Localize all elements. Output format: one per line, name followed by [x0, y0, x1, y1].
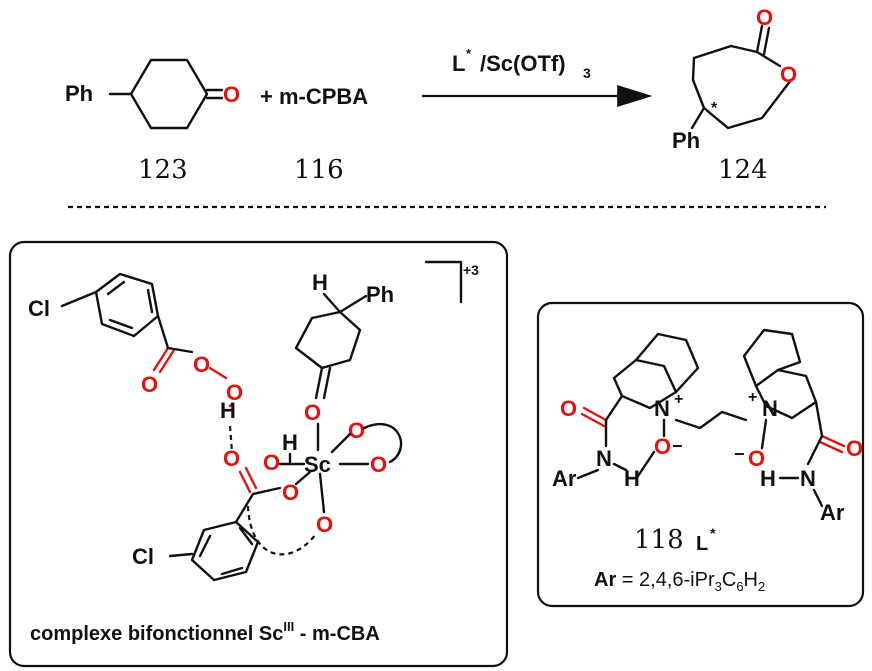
plus-mcpba: + m-CPBA	[260, 84, 368, 109]
product-ph-label: Ph	[672, 128, 700, 153]
ligand-n-right: N	[762, 396, 778, 421]
mcpba-carbonyl-o: O	[141, 372, 158, 397]
complex-charge: +3	[463, 262, 479, 278]
ligand-ar-left: Ar	[552, 466, 577, 491]
h-bond-dashed	[228, 425, 234, 453]
mcba-carbonyl-o: O	[223, 446, 240, 471]
ligand-amide-n-left: N	[596, 446, 612, 471]
bottom-mcba: O Cl	[132, 446, 317, 582]
complex-box	[8, 240, 509, 668]
ar-definition: Ar = 2,4,6-iPr3C6H2	[594, 569, 765, 594]
substrate-h: H	[312, 270, 328, 295]
ligand-l-star: *	[710, 525, 716, 541]
sc-o-right-top: O	[348, 418, 365, 443]
cl-bottom: Cl	[132, 544, 154, 569]
cl-top: Cl	[28, 296, 50, 321]
ligand-o-minus-left: −	[672, 436, 683, 456]
ligand-h-left: H	[624, 466, 640, 491]
product-star: *	[711, 100, 718, 117]
sc-o-right: O	[370, 452, 387, 477]
catalyst-star: *	[466, 46, 472, 61]
product-carbonyl-o: O	[756, 5, 773, 30]
ligand-118: N + N + O − O − O N Ar H O N H Ar	[552, 328, 863, 525]
reactant-carbonyl-o: O	[223, 82, 240, 107]
mcpba-o2: O	[226, 380, 243, 405]
charge-bracket	[424, 260, 463, 304]
sc-o-lower: O	[282, 480, 299, 505]
complex-caption: complexe bifonctionnel ScIII - m-CBA	[30, 619, 380, 645]
ligand-label-118: 118	[634, 525, 684, 555]
substrate-carbonyl-o: O	[304, 400, 321, 425]
catalyst-sc-otf: /Sc(OTf)	[480, 51, 566, 76]
ligand-n-right-plus: +	[748, 389, 757, 406]
label-116: 116	[294, 155, 344, 185]
ligand-amide-n-right: N	[800, 466, 816, 491]
cyclohexanone-substrate: H Ph O	[294, 270, 394, 425]
ligand-amide-o-left: O	[560, 396, 577, 421]
reactant-123: Ph O	[65, 58, 240, 130]
scandium-center: Sc O H O O O O	[263, 418, 403, 537]
ligand-h-right: H	[760, 466, 776, 491]
ligand-n-left: N	[654, 396, 670, 421]
sc-o-bottom: O	[316, 512, 333, 537]
top-mcpba: Cl O O O H	[28, 272, 243, 423]
product-124: O O Ph *	[672, 5, 797, 153]
catalyst-l: L	[452, 51, 465, 76]
ligand-ar-right: Ar	[820, 500, 845, 525]
ligand-amide-o-right: O	[846, 436, 863, 461]
ligand-no-right: O	[748, 446, 765, 471]
sc-o-left: O	[263, 450, 280, 475]
ligand-no-left: O	[654, 434, 671, 459]
catalyst-subscript: 3	[583, 65, 591, 81]
reaction-arrow: L * /Sc(OTf) 3	[422, 46, 653, 107]
substrate-ph: Ph	[366, 282, 394, 307]
ligand-l-symbol: L	[696, 533, 708, 555]
ligand-o-minus-right: −	[734, 444, 745, 464]
mcpba-o1: O	[193, 352, 210, 377]
product-ring-o: O	[780, 62, 797, 87]
label-124: 124	[718, 155, 768, 185]
label-123: 123	[138, 155, 188, 185]
mcpba-h: H	[220, 398, 236, 423]
reactant-ph-label: Ph	[65, 81, 93, 106]
ligand-box	[536, 301, 865, 608]
ligand-n-left-plus: +	[674, 391, 683, 408]
sc-h-mid: H	[282, 430, 298, 455]
